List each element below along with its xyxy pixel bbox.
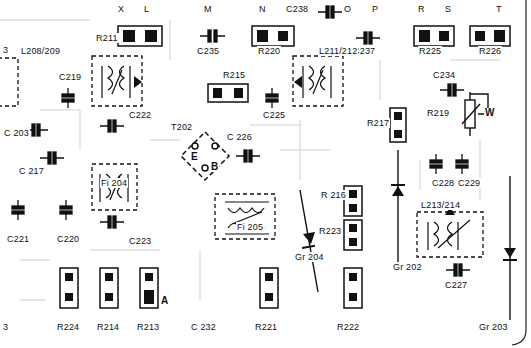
part-label: A xyxy=(160,296,169,306)
part-label: Gr 204 xyxy=(294,252,325,262)
part-label: 3 xyxy=(2,322,9,332)
part-label: B xyxy=(210,162,219,172)
part-label: L213/214 xyxy=(420,200,461,210)
part-label: C221 xyxy=(6,234,30,244)
part-label: R219 xyxy=(426,108,450,118)
board-edge xyxy=(512,0,526,345)
part-label: E xyxy=(190,152,199,162)
part-label: R223 xyxy=(318,226,342,236)
copper-traces xyxy=(0,20,500,300)
part-label: 3 xyxy=(2,45,9,55)
part-label: C234 xyxy=(432,70,456,80)
shield-outlines xyxy=(0,56,483,257)
part-label: C 203 xyxy=(3,128,30,138)
part-label: M xyxy=(203,4,213,14)
part-label: R224 xyxy=(56,322,80,332)
part-label: R225 xyxy=(418,46,442,56)
part-label: R220 xyxy=(257,46,281,56)
part-label: C 217 xyxy=(18,166,45,176)
part-label: C220 xyxy=(56,234,80,244)
transistor-outline xyxy=(181,132,229,180)
diode-symbols xyxy=(300,150,510,320)
part-label: C229 xyxy=(457,178,481,188)
part-label: C219 xyxy=(58,72,82,82)
part-label: R211 xyxy=(95,33,119,43)
part-label: C227 xyxy=(444,280,468,290)
part-label: C235 xyxy=(196,46,220,56)
component-outlines xyxy=(60,26,510,308)
part-label: C238 xyxy=(285,4,309,14)
part-label: W xyxy=(484,108,496,118)
part-label: Gr 203 xyxy=(478,322,509,332)
part-label: O xyxy=(343,4,352,14)
coil-symbols xyxy=(100,66,470,250)
part-label: C223 xyxy=(128,236,152,246)
part-label: Fi 204 xyxy=(100,178,128,188)
part-label: R214 xyxy=(96,322,120,332)
part-label: Gr 202 xyxy=(392,262,423,272)
part-label: C222 xyxy=(128,110,152,120)
part-label: R xyxy=(417,4,426,14)
part-label: N xyxy=(258,4,267,14)
part-label: R222 xyxy=(336,322,360,332)
capacitor-symbols xyxy=(12,6,470,276)
part-label: P xyxy=(371,4,379,14)
solder-pads xyxy=(65,30,505,304)
part-label: R226 xyxy=(478,46,502,56)
part-label: C228 xyxy=(431,178,455,188)
part-label: S xyxy=(444,4,452,14)
arrow-marks xyxy=(134,76,455,215)
part-label: R221 xyxy=(254,322,278,332)
diode-heads xyxy=(302,184,517,261)
part-label: L208/209 xyxy=(20,46,61,56)
part-label: T202 xyxy=(170,122,193,132)
part-label: C 226 xyxy=(226,132,253,142)
part-label: R215 xyxy=(222,70,246,80)
part-label: C 232 xyxy=(190,322,217,332)
part-label: R 216 xyxy=(320,190,347,200)
part-label: R217 xyxy=(366,118,390,128)
part-label: X xyxy=(117,4,125,14)
part-label: C225 xyxy=(262,110,286,120)
part-label: R213 xyxy=(136,322,160,332)
part-label: T xyxy=(495,4,503,14)
part-label: L xyxy=(143,4,150,14)
part-label: L211/212 xyxy=(318,46,358,56)
part-label: Fi 205 xyxy=(236,222,264,232)
